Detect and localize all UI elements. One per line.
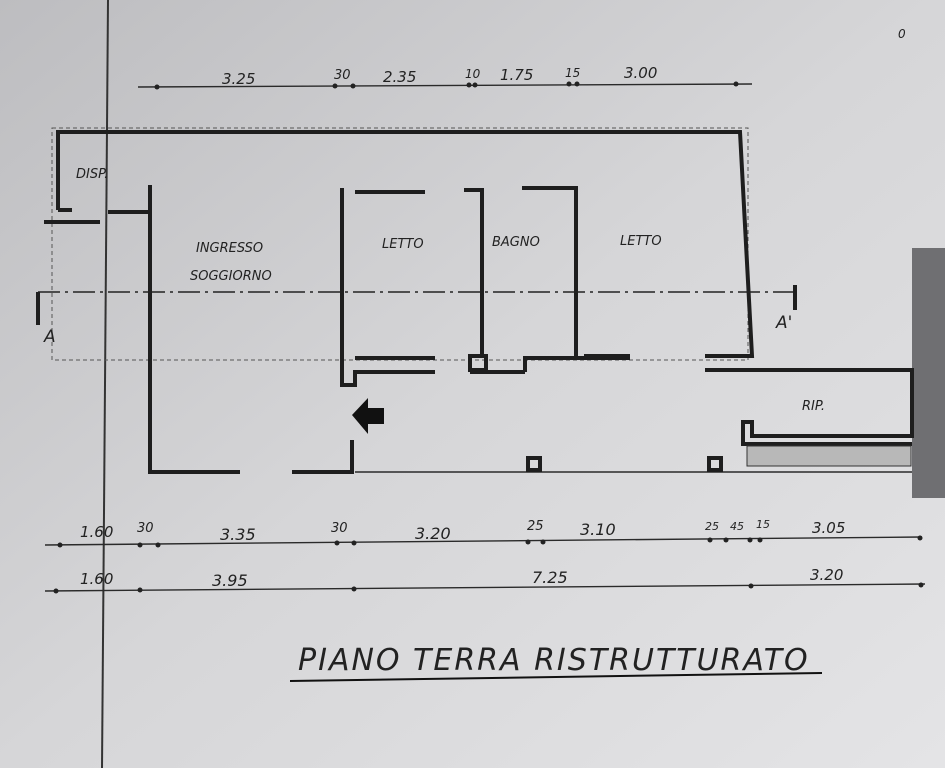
- dim-b1-10: 15: [756, 518, 770, 531]
- dim-b1-5: 3.20: [415, 524, 451, 543]
- bottom-dimension-line-2: 1.60 3.95 7.25 3.20: [44, 566, 926, 594]
- dim-b1-2: 30: [137, 521, 154, 536]
- dim-top-5: 1.75: [500, 66, 533, 84]
- dim-top-3: 2.35: [383, 68, 416, 86]
- dim-top-4: 10: [465, 67, 481, 81]
- dim-b1-11: 3.05: [812, 519, 845, 537]
- section-label-right: A': [775, 313, 792, 333]
- room-label-letto-1: LETTO: [382, 237, 424, 252]
- dim-b1-4: 30: [331, 521, 348, 536]
- dim-b1-1: 1.60: [80, 523, 113, 541]
- bottom-dimension-line-1: 1.60 30 3.35 30 3.20 25 3.10 25 45 15 3.…: [44, 518, 923, 548]
- dim-b2-4: 3.20: [810, 566, 843, 584]
- dim-b1-6: 25: [527, 519, 544, 534]
- page-number: 0: [898, 27, 906, 41]
- dim-top-1: 3.25: [222, 70, 255, 88]
- entrance-arrow-icon: [352, 398, 384, 434]
- section-label-left: A: [43, 327, 56, 347]
- drawing-title: PIANO TERRA RISTRUTTURATO: [298, 643, 810, 678]
- dim-top-7: 3.00: [624, 64, 657, 82]
- room-label-ingresso: INGRESSO: [196, 241, 263, 256]
- dim-b1-3: 3.35: [220, 525, 256, 544]
- room-label-disp: DISP.: [76, 167, 108, 182]
- walls: [44, 127, 914, 474]
- dim-b1-7: 3.10: [580, 520, 616, 539]
- dim-b2-3: 7.25: [532, 568, 568, 587]
- room-label-soggiorno: SOGGIORNO: [190, 269, 272, 284]
- dim-b1-8: 25: [705, 520, 719, 533]
- dim-top-2: 30: [334, 68, 351, 83]
- dim-top-6: 15: [565, 66, 580, 80]
- room-label-rip: RIP.: [802, 399, 825, 414]
- section-line-a: A A': [36, 285, 797, 347]
- dim-b2-2: 3.95: [212, 571, 248, 590]
- stamp-fragment: [912, 248, 945, 498]
- dim-b2-1: 1.60: [80, 570, 113, 588]
- room-label-letto-2: LETTO: [620, 234, 662, 249]
- top-dimension-line: 3.25 30 2.35 10 1.75 15 3.00: [137, 64, 753, 90]
- fold-line: [101, 0, 109, 768]
- room-label-bagno: BAGNO: [492, 235, 540, 250]
- dim-b1-9: 45: [730, 520, 744, 533]
- title-underline: [289, 672, 823, 682]
